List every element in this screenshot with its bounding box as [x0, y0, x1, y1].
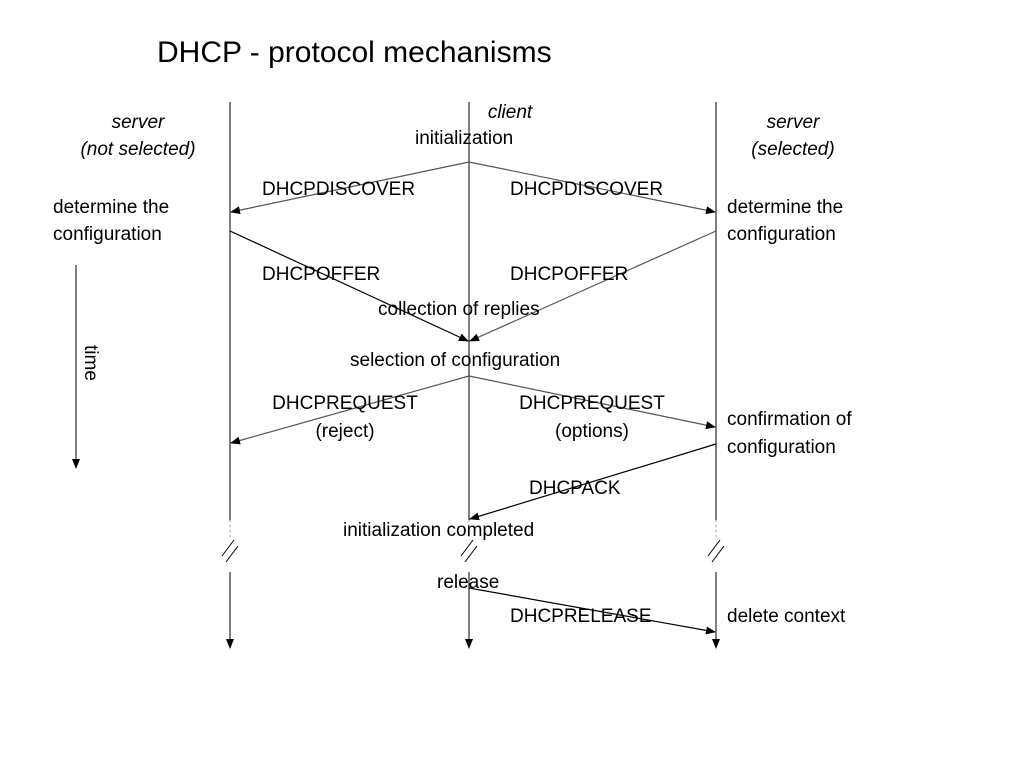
label-offer-left: DHCPOFFER	[262, 264, 381, 285]
right-confirmation-line1: confirmation of	[727, 409, 852, 430]
left-determine-line2: configuration	[53, 224, 162, 245]
lane-server-not-selected-line1: server	[111, 112, 165, 133]
right-determine-line1: determine the	[727, 197, 844, 218]
lane-server-not-selected-line2: (not selected)	[80, 139, 196, 160]
label-discover-right: DHCPDISCOVER	[510, 179, 664, 200]
break-mark-right	[707, 539, 725, 563]
event-selection-of-configuration: selection of configuration	[350, 350, 561, 371]
event-release: release	[437, 572, 500, 593]
label-discover-left: DHCPDISCOVER	[262, 179, 416, 200]
break-mark-client	[460, 539, 478, 563]
label-release: DHCPRELEASE	[510, 606, 652, 627]
label-request-right-line2: (options)	[555, 421, 629, 442]
event-initialization: initialization	[415, 128, 514, 149]
label-ack: DHCPACK	[529, 478, 621, 499]
arrow-discover-left	[230, 161, 470, 215]
lane-server-selected-line1: server	[766, 112, 820, 133]
lane-client: client	[487, 102, 533, 123]
right-delete-context: delete context	[727, 606, 846, 627]
arrow-discover-right	[468, 161, 716, 215]
arrow-ack	[469, 443, 717, 521]
page-title: DHCP - protocol mechanisms	[157, 36, 552, 69]
event-collection-of-replies: collection of replies	[378, 299, 540, 320]
arrow-request-right	[468, 375, 716, 430]
arrow-request-left	[230, 375, 470, 445]
arrow-offer-left	[229, 230, 469, 342]
arrow-release	[468, 587, 716, 635]
label-offer-right: DHCPOFFER	[510, 264, 629, 285]
right-determine-line2: configuration	[727, 224, 836, 245]
label-request-left-line2: (reject)	[315, 421, 375, 442]
label-request-left-line1: DHCPREQUEST	[272, 393, 418, 414]
label-request-right-line1: DHCPREQUEST	[519, 393, 665, 414]
time-label: time	[80, 345, 101, 381]
left-determine-line1: determine the	[53, 197, 170, 218]
arrow-offer-right	[469, 230, 717, 342]
lane-server-selected-line2: (selected)	[751, 139, 835, 160]
break-mark-left	[221, 539, 239, 563]
right-confirmation-line2: configuration	[727, 437, 836, 458]
event-initialization-completed: initialization completed	[343, 520, 535, 541]
